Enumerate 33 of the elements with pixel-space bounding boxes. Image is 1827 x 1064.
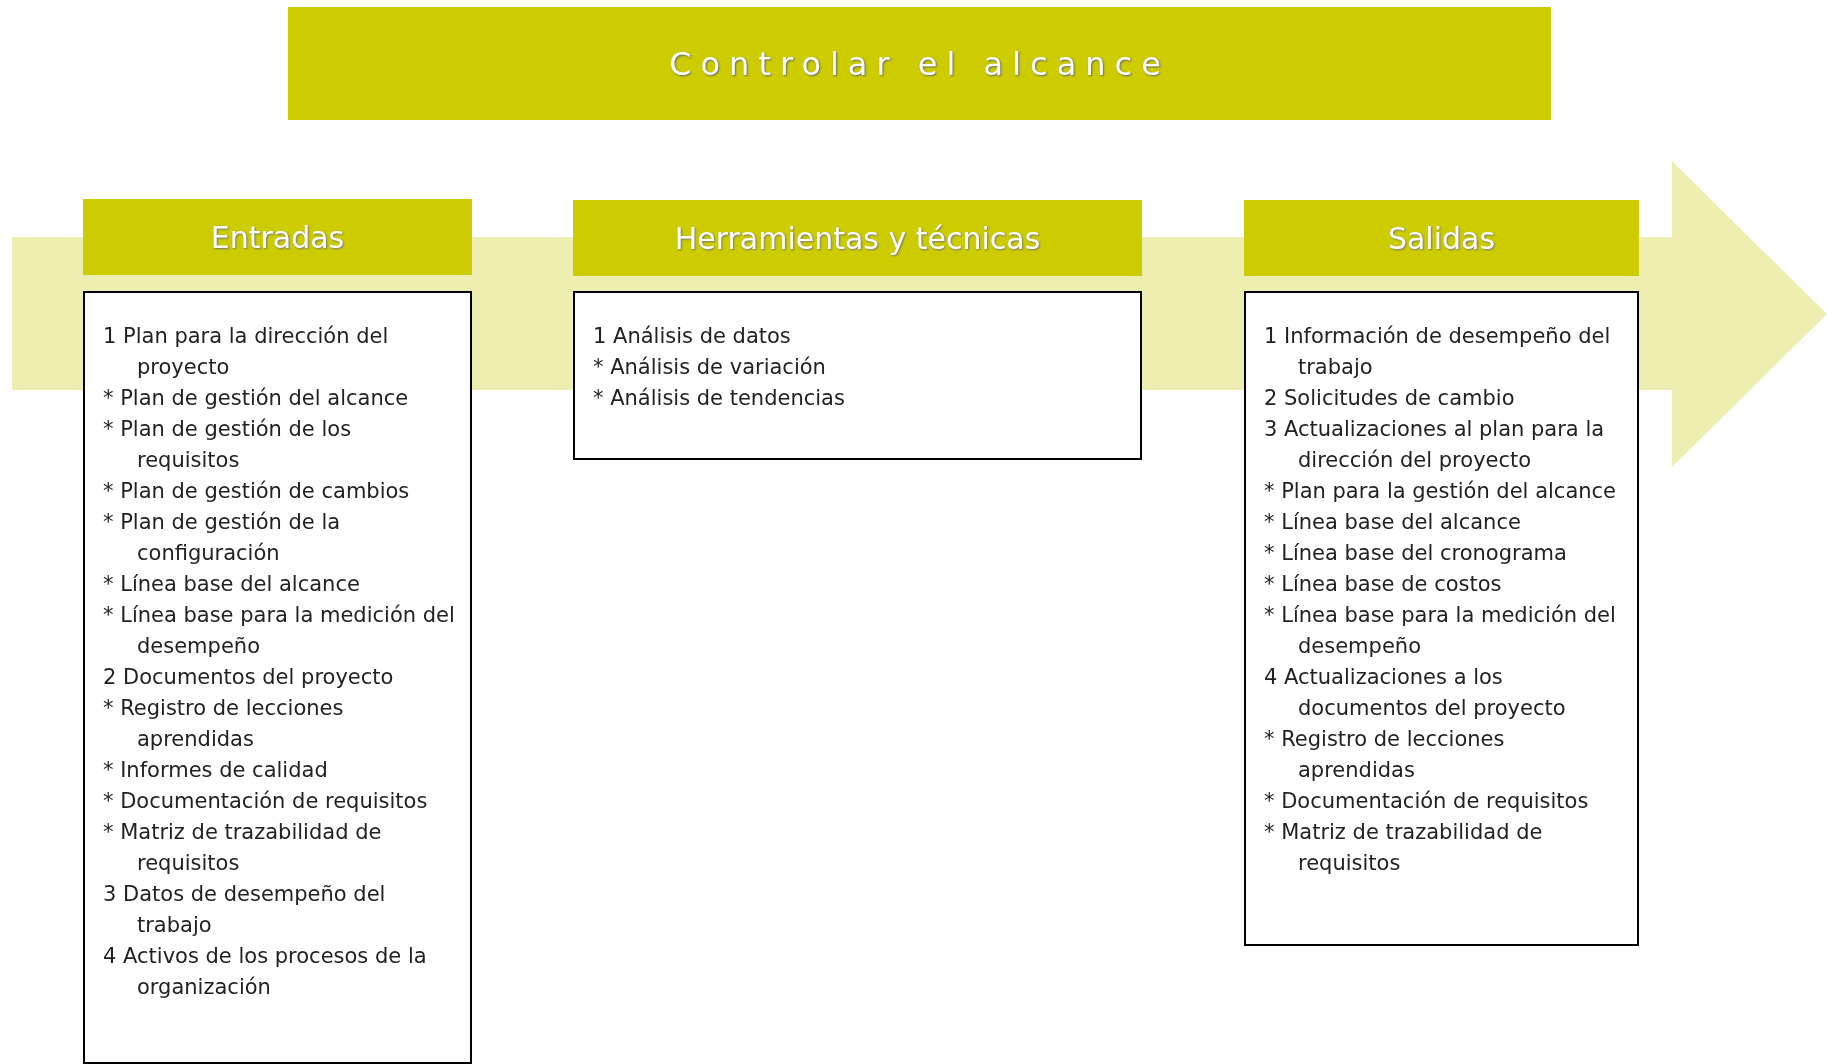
list-item: 3 Actualizaciones al plan para la dirección del proyecto bbox=[1264, 416, 1606, 474]
list-item: * Análisis de tendencias bbox=[593, 385, 846, 412]
list-item: * Análisis de variación bbox=[593, 354, 827, 381]
title-text: Controlar el alcance bbox=[669, 44, 1170, 83]
list-item: 2 Documentos del proyecto bbox=[103, 664, 395, 691]
list-item: * Documentación de requisitos bbox=[103, 788, 429, 815]
list-item: * Informes de calidad bbox=[103, 757, 329, 784]
list-item: 1 Análisis de datos bbox=[593, 323, 792, 350]
list-item: 4 Actualizaciones a los documentos del proyecto bbox=[1264, 664, 1567, 722]
list-item: * Línea base para la medición del desempeño bbox=[103, 602, 456, 660]
list-item: * Matriz de trazabilidad de requisitos bbox=[103, 819, 383, 877]
list-item: * Plan de gestión de cambios bbox=[103, 478, 411, 505]
list-item: * Línea base del alcance bbox=[1264, 509, 1522, 536]
list-item: 1 Plan para la dirección del proyecto bbox=[103, 323, 390, 381]
list-item: * Registro de lecciones aprendidas bbox=[1264, 726, 1506, 784]
list-item: * Línea base del alcance bbox=[103, 571, 361, 598]
list-item: * Registro de lecciones aprendidas bbox=[103, 695, 345, 753]
list-item: * Plan para la gestión del alcance bbox=[1264, 478, 1618, 505]
list-item: * Línea base del cronograma bbox=[1264, 540, 1568, 567]
list-box bbox=[1244, 291, 1639, 946]
list-item: * Plan de gestión de la configuración bbox=[103, 509, 342, 567]
list-item: 4 Activos de los procesos de la organización bbox=[103, 943, 428, 1001]
list-item: * Plan de gestión de los requisitos bbox=[103, 416, 353, 474]
column-header: Entradas bbox=[83, 199, 472, 275]
list-box bbox=[83, 291, 472, 1064]
list-item: 3 Datos de desempeño del trabajo bbox=[103, 881, 387, 939]
list-item: * Matriz de trazabilidad de requisitos bbox=[1264, 819, 1544, 877]
list-item: * Plan de gestión del alcance bbox=[103, 385, 410, 412]
list-item: * Línea base para la medición del desempeño bbox=[1264, 602, 1617, 660]
list-item: 2 Solicitudes de cambio bbox=[1264, 385, 1516, 412]
list-item: * Documentación de requisitos bbox=[1264, 788, 1590, 815]
list-item: * Línea base de costos bbox=[1264, 571, 1503, 598]
list-item: 1 Información de desempeño del trabajo bbox=[1264, 323, 1612, 381]
